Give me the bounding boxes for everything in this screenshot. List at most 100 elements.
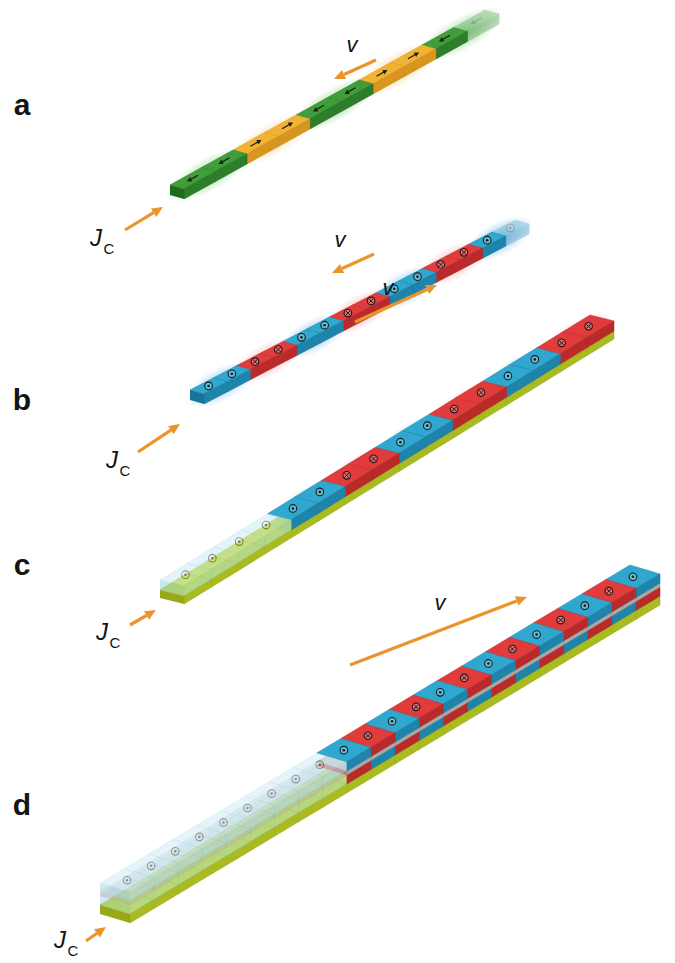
current-symbol: J: [106, 446, 118, 474]
circle-symbol: [367, 297, 375, 305]
moment-arrow: [219, 158, 229, 164]
circle-symbol: [533, 631, 541, 639]
circle-symbol: [321, 321, 329, 329]
block-side: [459, 248, 482, 270]
block-side: [483, 236, 506, 258]
moment-arrow: [282, 123, 292, 129]
block-side: [491, 661, 515, 685]
block-side: [323, 762, 347, 786]
cross-symbol: [438, 262, 443, 267]
arrow-head: [515, 596, 527, 605]
motion-arrow: [86, 927, 106, 941]
arrow-head: [332, 264, 344, 273]
circle-symbol: [531, 356, 539, 364]
block-side: [274, 345, 297, 367]
panel-letter: a: [14, 88, 31, 122]
cross-symbol: [462, 675, 467, 680]
arrow-head: [151, 207, 163, 217]
circle-symbol: [205, 382, 213, 390]
circle-symbol: [436, 689, 444, 697]
circle-symbol: [585, 322, 593, 330]
block-side: [588, 603, 612, 627]
block-end: [160, 580, 184, 596]
moment-arrowhead: [345, 90, 350, 94]
dot-symbol: [211, 557, 214, 560]
circle-symbol: [343, 472, 351, 480]
domain-block: [100, 869, 154, 902]
circle-symbol: [274, 346, 282, 354]
block-side: [297, 333, 320, 355]
circle-symbol: [485, 660, 493, 668]
dot-symbol: [632, 575, 635, 578]
block-side: [467, 675, 491, 698]
panel-b: [178, 206, 540, 417]
block-side: [371, 733, 395, 757]
circle-symbol: [629, 573, 637, 581]
panel-d: [100, 565, 660, 923]
circle-symbol: [251, 358, 259, 366]
dot-symbol: [343, 749, 346, 752]
circle-symbol: [235, 538, 243, 546]
dot-symbol: [265, 524, 268, 527]
current-symbol: J: [90, 224, 102, 252]
panel-a: [158, 0, 510, 213]
dot-symbol: [426, 424, 429, 427]
panel-c: [160, 302, 621, 604]
dot-symbol: [126, 879, 129, 882]
cross-symbol: [559, 340, 564, 345]
dot-symbol: [439, 691, 442, 694]
circle-symbol: [289, 505, 297, 513]
arrow-shaft: [138, 430, 171, 452]
arrow-head: [334, 70, 346, 79]
dot-symbol: [487, 662, 490, 665]
cross-symbol: [461, 250, 466, 255]
circle-symbol: [147, 862, 155, 870]
arrow-shaft: [350, 601, 517, 665]
block-side: [216, 154, 248, 182]
moment-arrow: [188, 175, 198, 181]
circle-symbol: [370, 455, 378, 463]
motion-arrow: [355, 285, 437, 322]
block-side: [443, 690, 467, 714]
dot-symbol: [270, 792, 273, 795]
block-side: [516, 646, 540, 669]
domain-block: [190, 378, 227, 404]
cross-symbol: [276, 347, 281, 352]
arrow-head: [144, 610, 156, 620]
circle-symbol: [171, 848, 179, 856]
moment-arrow: [314, 105, 324, 111]
velocity-label: v: [435, 590, 446, 616]
moment-arrowhead: [414, 53, 419, 57]
block-side: [226, 820, 250, 844]
circle-symbol: [220, 819, 228, 827]
cross-symbol: [365, 733, 370, 738]
cross-symbol: [586, 324, 591, 329]
block-side: [436, 32, 468, 60]
dot-symbol: [391, 720, 394, 723]
cross-symbol: [452, 407, 457, 412]
circle-symbol: [509, 645, 517, 653]
dot-symbol: [416, 275, 419, 278]
circle-symbol: [461, 674, 469, 682]
circle-symbol: [209, 554, 217, 562]
current-subscript: C: [110, 634, 121, 651]
dot-symbol: [319, 491, 322, 494]
block-side: [612, 589, 636, 612]
block-side: [250, 358, 273, 380]
moment-arrowhead: [471, 20, 476, 24]
moment-arrowhead: [382, 70, 387, 74]
block-side: [468, 14, 500, 42]
circle-symbol: [450, 405, 458, 413]
circle-symbol: [364, 732, 372, 740]
dot-symbol: [174, 850, 177, 853]
block-side: [184, 172, 216, 200]
block-side: [347, 748, 371, 771]
cross-symbol: [371, 456, 376, 461]
panel-letter: b: [13, 383, 31, 417]
block-side: [395, 719, 419, 743]
domain-wall-glow: [457, 206, 540, 272]
panel-letter: c: [14, 548, 31, 582]
cross-symbol: [253, 359, 258, 364]
cross-symbol: [438, 262, 443, 267]
